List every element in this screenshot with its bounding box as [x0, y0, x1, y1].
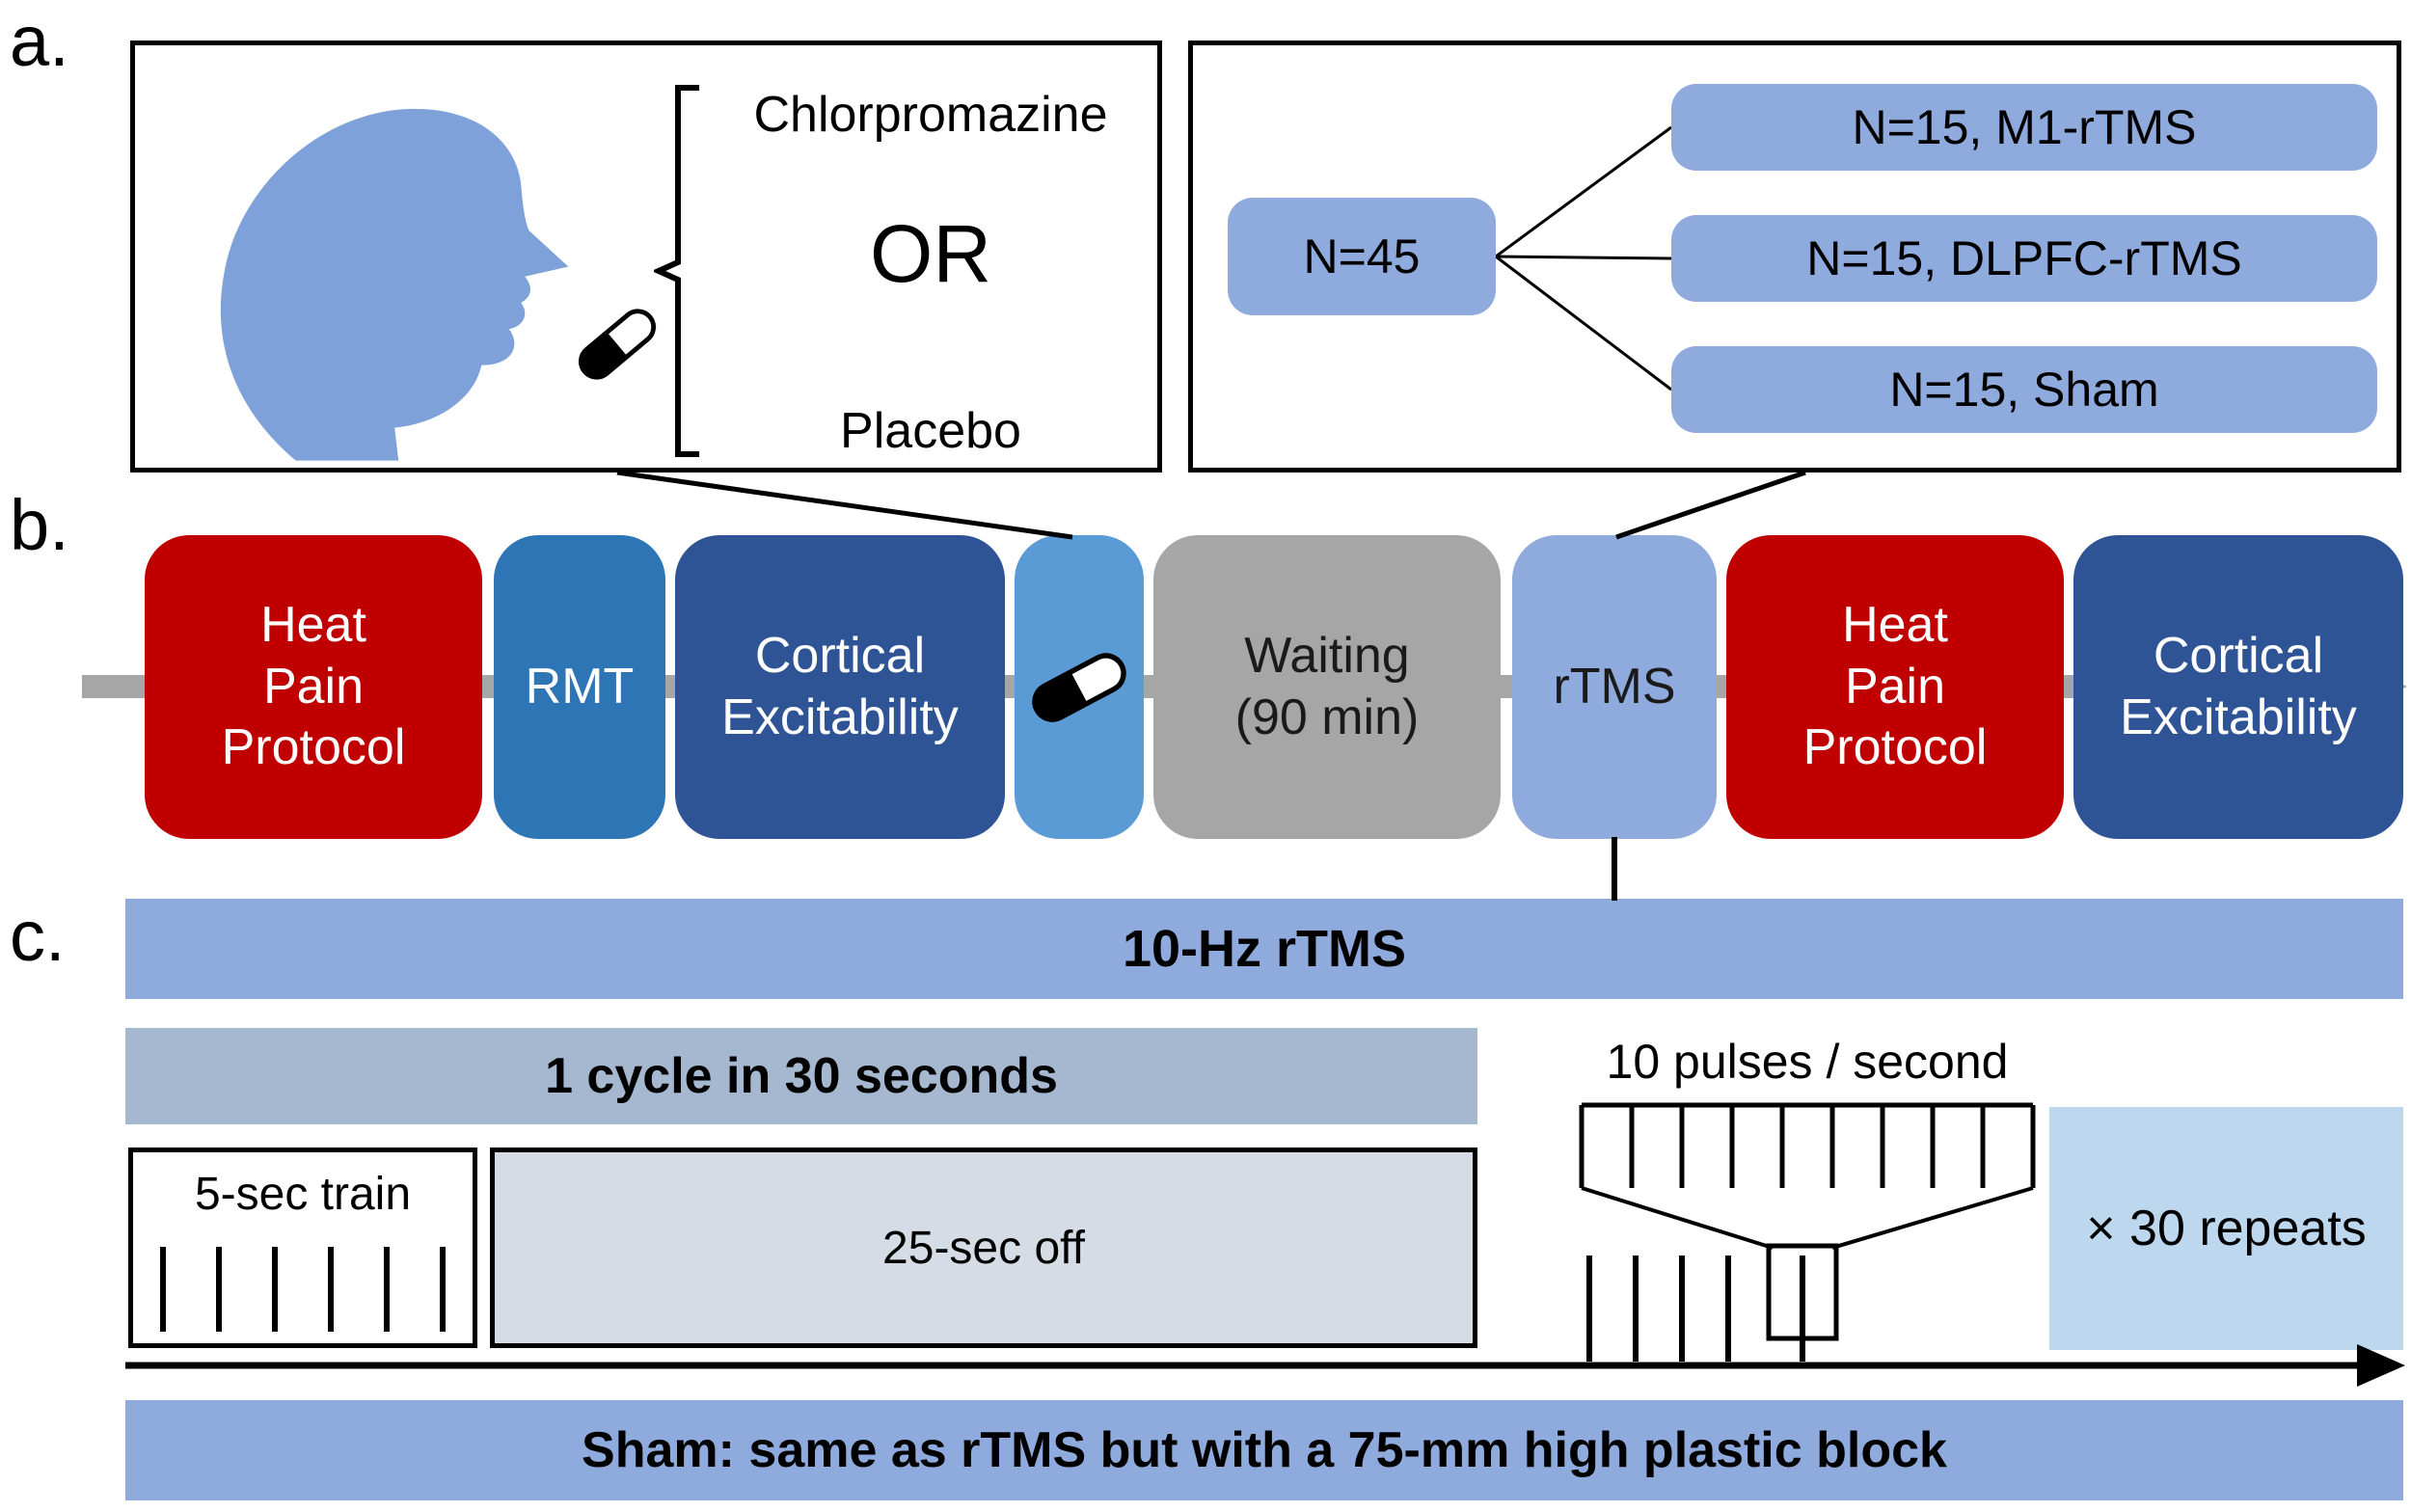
sham-bar: Sham: same as rTMS but with a 75-mm high…: [125, 1400, 2403, 1500]
drug-option-chlorpromazine: Chlorpromazine: [753, 87, 1108, 143]
cycle-bar: 1 cycle in 30 seconds: [125, 1028, 1477, 1124]
off-label: 25-sec off: [882, 1222, 1085, 1274]
pulse-tick: [160, 1247, 166, 1332]
timeline-pulse-ticks: [1586, 1256, 1805, 1362]
pulse-tick: [272, 1247, 278, 1332]
repeats-box: × 30 repeats: [2049, 1107, 2403, 1350]
timeline-step-label: Waiting (90 min): [1234, 628, 1420, 745]
train-label: 5-sec train: [194, 1169, 412, 1220]
allocation-connector-lines: [1495, 125, 1672, 392]
allocation-group-dlpfc: N=15, DLPFC-rTMS: [1671, 215, 2377, 302]
pill-icon: [578, 309, 657, 380]
off-box: 25-sec off: [490, 1148, 1477, 1348]
train-pulse-ticks: [160, 1245, 446, 1332]
drug-option-placebo: Placebo: [840, 403, 1021, 459]
timeline-step-rtms: rTMS: [1512, 535, 1717, 839]
allocation-group-sham: N=15, Sham: [1671, 346, 2377, 433]
timeline-step-label: Heat Pain Protocol: [1802, 597, 1988, 776]
time-axis-arrow: [125, 1344, 2405, 1387]
allocation-total-node: N=45: [1228, 198, 1496, 315]
pulse-tick: [216, 1247, 222, 1332]
allocation-group-m1: N=15, M1-rTMS: [1671, 84, 2377, 171]
rtms-title-label: 10-Hz rTMS: [1122, 920, 1407, 978]
allocation-group-label: N=15, DLPFC-rTMS: [1806, 231, 2242, 285]
timeline-step-cortical-excitability-post: Cortical Excitability: [2073, 535, 2403, 839]
pulse-comb: [1579, 1102, 2036, 1188]
pill-icon: [1032, 652, 1126, 722]
allocation-group-label: N=15, M1-rTMS: [1852, 100, 2197, 154]
sham-label: Sham: same as rTMS but with a 75-mm high…: [582, 1422, 1947, 1478]
timeline-step-heat-pain-pre: Heat Pain Protocol: [145, 535, 482, 839]
head-silhouette-icon: [220, 108, 569, 461]
repeats-label: × 30 repeats: [2086, 1201, 2367, 1256]
timeline-step-drug-intake: [1015, 535, 1144, 839]
panel-label-a: a.: [10, 1, 69, 81]
timeline-step-heat-pain-post: Heat Pain Protocol: [1726, 535, 2064, 839]
timeline-step-label: RMT: [525, 658, 635, 715]
pulse-tick: [328, 1247, 334, 1332]
allocation-box: N=45 N=15, M1-rTMS N=15, DLPFC-rTMS N=15…: [1188, 40, 2401, 472]
panel-label-b: b.: [10, 485, 69, 565]
timeline-step-rmt: RMT: [494, 535, 665, 839]
pulses-label: 10 pulses / second: [1606, 1035, 2009, 1089]
drug-or-label: OR: [870, 208, 991, 299]
drug-assignment-box: Chlorpromazine OR Placebo: [130, 40, 1162, 472]
timeline-step-cortical-excitability-pre: Cortical Excitability: [675, 535, 1005, 839]
allocation-total-label: N=45: [1303, 230, 1421, 284]
cycle-label: 1 cycle in 30 seconds: [545, 1048, 1058, 1104]
timeline-step-waiting: Waiting (90 min): [1153, 535, 1501, 839]
timeline-step-label: rTMS: [1553, 658, 1676, 715]
timeline-step-label: Heat Pain Protocol: [221, 597, 406, 776]
pulse-tick: [384, 1247, 390, 1332]
pulse-zoom-square: [1766, 1243, 1839, 1341]
train-box: 5-sec train: [128, 1148, 477, 1348]
timeline-step-label: Cortical Excitability: [2120, 628, 2357, 745]
pulse-tick: [440, 1247, 446, 1332]
allocation-group-label: N=15, Sham: [1889, 363, 2159, 417]
panel-label-c: c.: [10, 896, 66, 976]
pulse-funnel: [1581, 1186, 2034, 1250]
brace-bracket-icon: [654, 85, 700, 457]
timeline-step-label: Cortical Excitability: [721, 628, 959, 745]
arrowhead-icon: [2357, 1344, 2405, 1387]
rtms-title-bar: 10-Hz rTMS: [125, 899, 2403, 999]
